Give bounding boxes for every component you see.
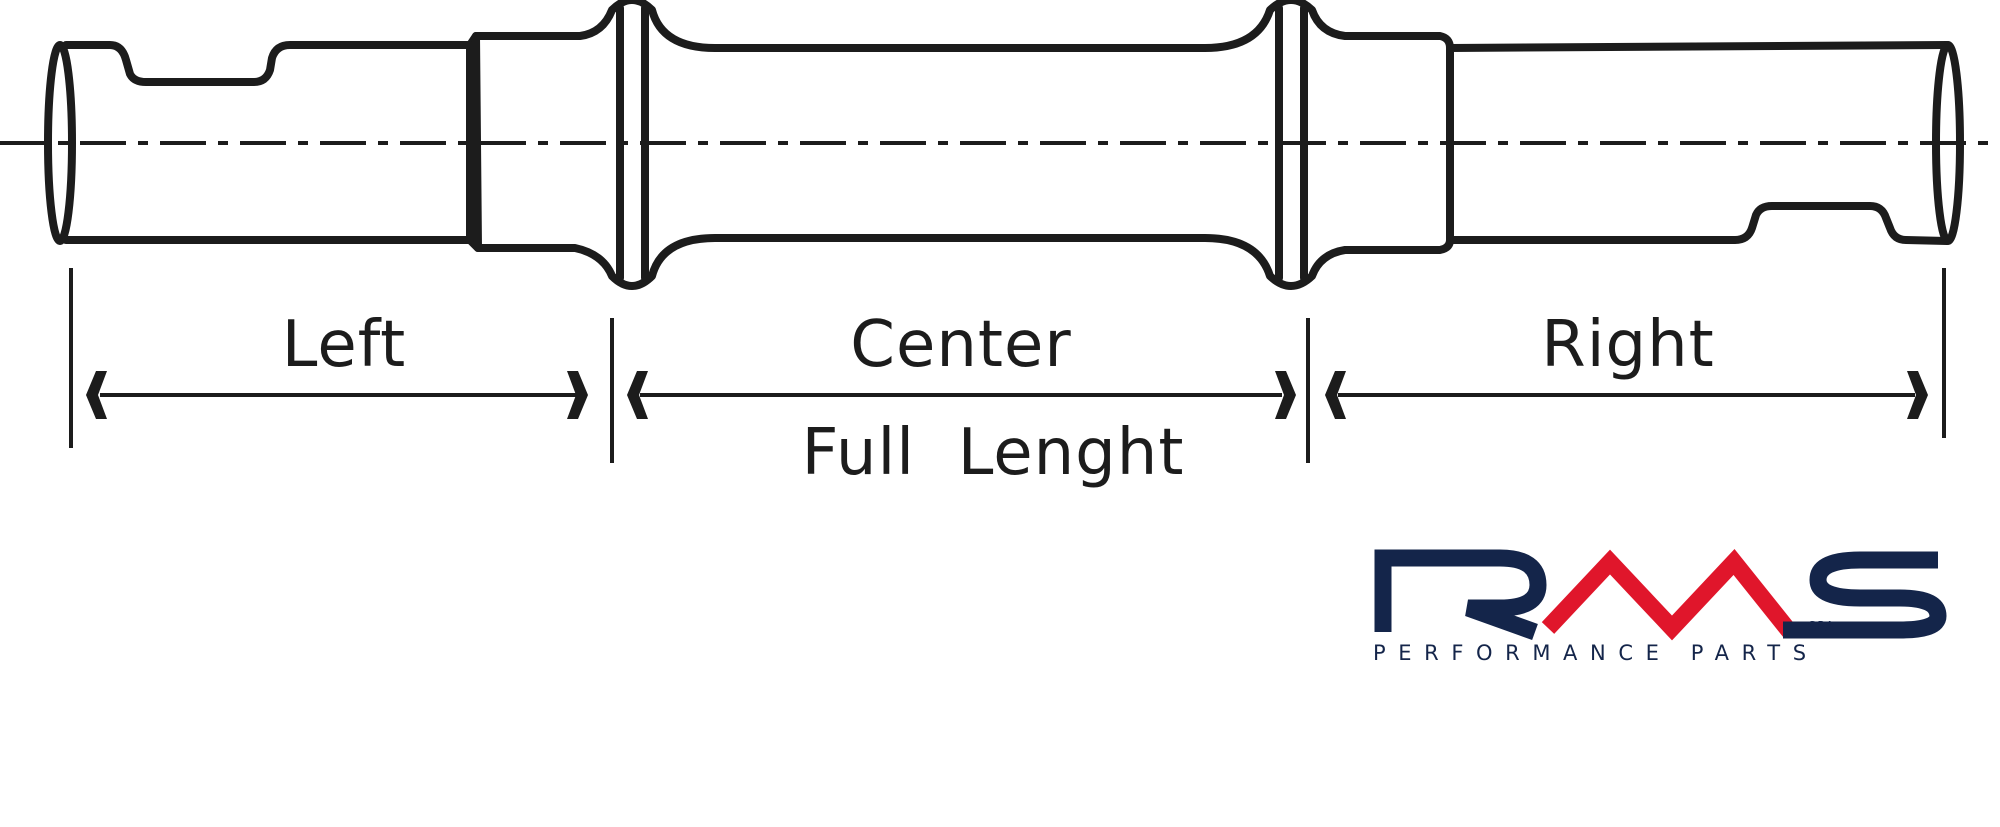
rms-logo-letter-r bbox=[1374, 549, 1547, 641]
label-right: Right bbox=[1541, 308, 1715, 382]
left-end-cap bbox=[44, 41, 76, 245]
dimension-lines bbox=[69, 268, 1946, 463]
rms-logo-tagline: PERFORMANCE PARTS bbox=[1373, 641, 1819, 665]
label-center: Center bbox=[850, 308, 1071, 382]
center-arrow-head-end bbox=[1275, 371, 1296, 419]
shaft-drawing bbox=[0, 0, 2000, 290]
shaft-top-outline bbox=[62, 0, 1951, 86]
rms-logo-letter-m bbox=[1541, 549, 1797, 641]
rms-logo: SPA PERFORMANCE PARTS bbox=[1373, 549, 1947, 665]
label-full-length: Full Lenght bbox=[802, 416, 1185, 490]
arrow-heads bbox=[86, 371, 1928, 419]
shaft-bottom-outline bbox=[62, 202, 1951, 290]
left-arrow-head-end bbox=[567, 371, 588, 419]
center-arrow-head-start bbox=[627, 371, 648, 419]
right-arrow-head-start bbox=[1325, 371, 1346, 419]
rms-logo-suffix: SPA bbox=[1808, 620, 1835, 635]
label-left: Left bbox=[282, 308, 406, 382]
rms-logo-letter-s bbox=[1783, 551, 1947, 639]
left-arrow-head-start bbox=[86, 371, 107, 419]
right-arrow-head-end bbox=[1907, 371, 1928, 419]
